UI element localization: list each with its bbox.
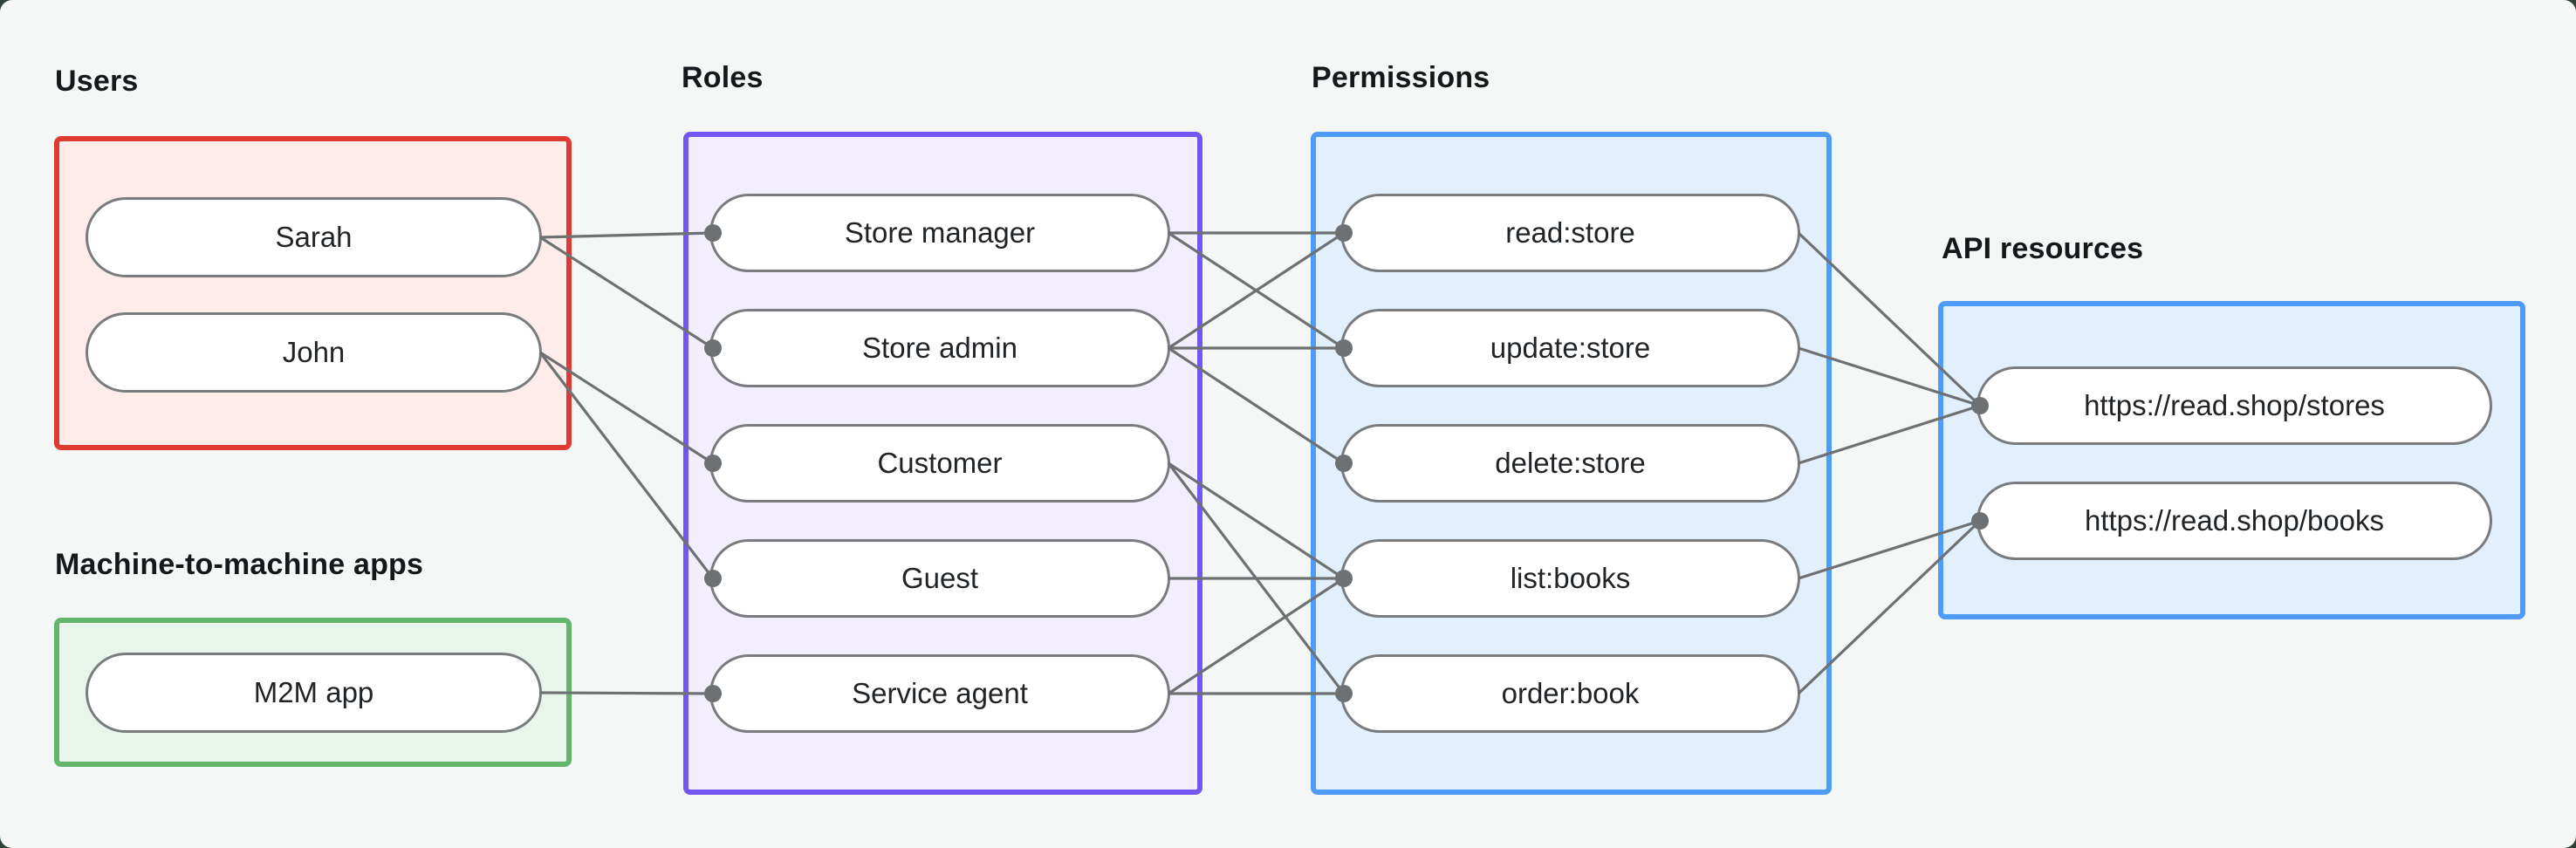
api-resources-group-label: API resources bbox=[1942, 232, 2144, 265]
api-node-stores: https://read.shop/stores bbox=[1977, 366, 2492, 445]
role-node-guest: Guest bbox=[709, 539, 1170, 618]
role-node-customer: Customer bbox=[709, 424, 1170, 503]
role-node-service-agent: Service agent bbox=[709, 654, 1170, 733]
m2m-group-label: Machine-to-machine apps bbox=[55, 548, 424, 581]
permission-node-delete-store: delete:store bbox=[1340, 424, 1800, 503]
permission-node-list-books: list:books bbox=[1340, 539, 1800, 618]
permission-node-update-store: update:store bbox=[1340, 309, 1800, 387]
api-resources-group-box bbox=[1938, 301, 2525, 619]
role-node-store-admin: Store admin bbox=[709, 309, 1170, 387]
api-node-books: https://read.shop/books bbox=[1977, 482, 2492, 560]
role-node-store-manager: Store manager bbox=[709, 194, 1170, 272]
m2m-app-node: M2M app bbox=[86, 653, 542, 733]
permission-node-read-store: read:store bbox=[1340, 194, 1800, 272]
permission-node-order-book: order:book bbox=[1340, 654, 1800, 733]
users-group-box bbox=[54, 136, 572, 450]
permissions-group-label: Permissions bbox=[1312, 61, 1490, 94]
user-node-sarah: Sarah bbox=[86, 197, 542, 277]
user-node-john: John bbox=[86, 312, 542, 393]
roles-group-label: Roles bbox=[682, 61, 764, 94]
users-group-label: Users bbox=[55, 65, 139, 98]
